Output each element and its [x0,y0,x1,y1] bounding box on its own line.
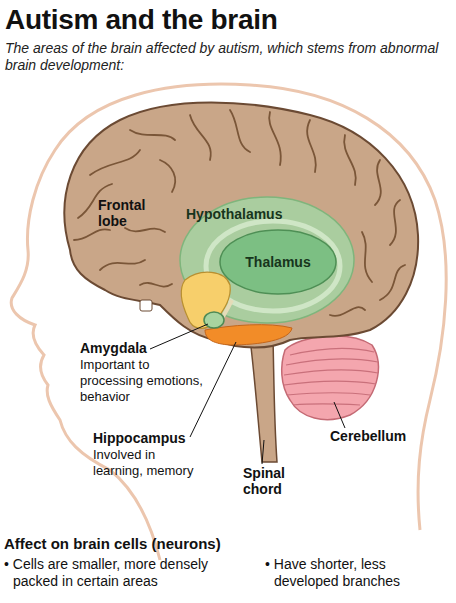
brain-outline [64,103,418,348]
text-holder: Thalamus [218,228,338,296]
fold-line [190,115,211,160]
cerebellum-folds [284,348,378,405]
region-label: Cerebellum [330,428,440,444]
fornix-arc [220,300,232,322]
hippocampus-shape [205,325,292,345]
fold-line [375,160,381,205]
section-heading: Affect on brain cells (neurons) [4,536,334,552]
fold-line [307,120,316,172]
head-outline [11,84,446,560]
description-note: Involved in learning, memory [93,447,205,479]
fold-line [286,359,378,365]
leader-line [190,342,236,437]
leader-line [334,402,345,428]
fold-line [290,348,374,355]
region-name: Thalamus [245,254,310,270]
brain-region-core: Thalamus [218,228,338,296]
region-label: Amygdala [80,340,180,356]
region-fill [220,230,336,294]
leader-lines [150,324,345,464]
fold-line [130,130,175,140]
fold-line [380,265,405,300]
title: Autism and the brain [5,4,451,36]
spinal-cord [250,338,277,462]
region-fill [180,197,354,323]
fold-line [74,229,110,240]
fold-line [293,404,360,405]
optic-nerve [140,300,152,311]
fold-line [230,110,250,152]
cerebellum [282,336,379,420]
subtitle: The areas of the brain affected by autis… [5,40,445,74]
fold-line [362,232,372,282]
fold-line [390,200,400,245]
fold-line [287,393,370,395]
fold-line [284,381,376,385]
description-note: Important to processing emotions, behavi… [80,357,205,405]
fold-line [160,160,175,192]
fold-line [284,370,378,375]
fold-line [344,135,356,185]
olfactory-region [181,272,230,328]
region-label: Frontal lobe [98,197,156,229]
bullet-note: • Cells are smaller, more densely packed… [4,556,248,590]
bullet-note: • Have shorter, less developed branches [265,556,446,590]
fold-line [330,307,365,316]
brain-folds [74,110,405,316]
region-label: Hippocampus [93,430,213,446]
fold-line [100,260,145,270]
leader-line [150,324,208,349]
region-name: Hypothalamus [186,206,282,222]
leader-line [262,440,264,464]
amygdala-shape [204,312,224,328]
fold-line [125,228,165,232]
fold-line [90,150,140,175]
fold-line [269,112,281,165]
region-label: Spinal chord [243,465,301,497]
fold-line [140,283,172,287]
brain-region-area: HypothalamusThalamus [178,195,356,325]
region-ring [206,221,340,311]
